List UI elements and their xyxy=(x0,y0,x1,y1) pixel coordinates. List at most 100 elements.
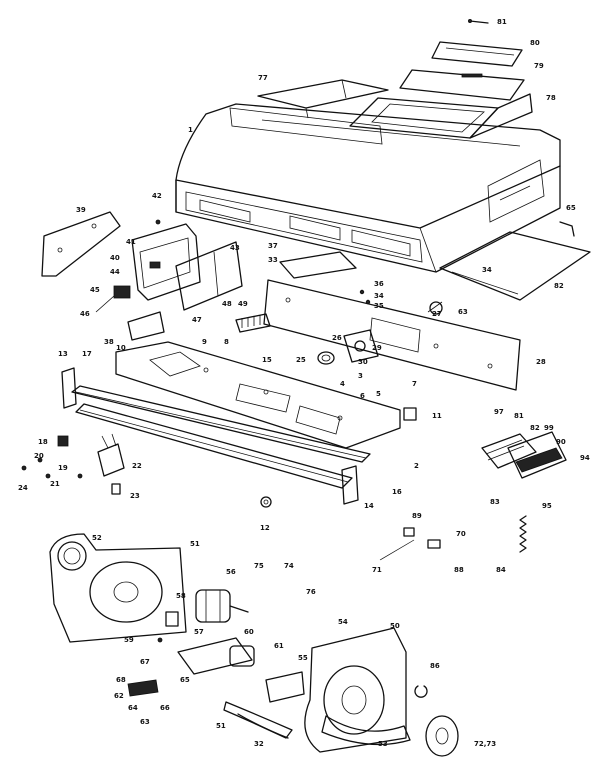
callout-74: 74 xyxy=(284,562,294,570)
wheel-part-72-73 xyxy=(425,715,459,757)
callout-13: 13 xyxy=(58,350,68,358)
callout-3: 3 xyxy=(358,372,363,380)
callout-51: 51 xyxy=(190,540,200,548)
callout-33: 33 xyxy=(268,256,278,264)
bushing-part-26 xyxy=(317,351,335,365)
motor-mount-part-29 xyxy=(343,329,379,363)
top-panel-part-77 xyxy=(257,79,389,119)
switch-cover-part-48 xyxy=(175,241,243,311)
callout-18: 18 xyxy=(38,438,48,446)
callout-labels: 81 80 79 78 77 1 39 42 41 40 43 44 45 46… xyxy=(18,18,590,748)
callout-67: 67 xyxy=(140,658,150,666)
callout-26: 26 xyxy=(332,334,342,342)
callout-88: 88 xyxy=(454,566,464,574)
callout-44: 44 xyxy=(110,268,120,276)
lamp-bracket-part-10 xyxy=(115,341,401,449)
callout-51b: 51 xyxy=(216,722,226,730)
rail-part-17 xyxy=(71,385,371,463)
callout-50: 50 xyxy=(390,622,400,630)
callout-14: 14 xyxy=(364,502,374,510)
bracket-part-55 xyxy=(265,671,305,703)
bottom-tray-part-82 xyxy=(439,231,591,301)
callout-6: 6 xyxy=(360,392,365,400)
blower-housing-part-52 xyxy=(49,533,187,643)
callout-36: 36 xyxy=(374,280,384,288)
callout-82b: 82 xyxy=(530,424,540,432)
rail-part-19 xyxy=(75,403,353,489)
callout-17: 17 xyxy=(82,350,92,358)
callout-79: 79 xyxy=(534,62,544,70)
callout-65: 65 xyxy=(566,204,576,212)
callout-7: 7 xyxy=(412,380,417,388)
callout-63b: 63 xyxy=(140,718,150,726)
callout-94: 94 xyxy=(580,454,590,462)
grommet-part-12 xyxy=(260,496,272,508)
callout-70: 70 xyxy=(456,530,466,538)
callout-59: 59 xyxy=(124,636,134,644)
knob-parts-89-70 xyxy=(379,527,441,561)
callout-10: 10 xyxy=(116,344,126,352)
callout-43: 43 xyxy=(230,244,240,252)
callout-97: 97 xyxy=(494,408,504,416)
callout-49: 49 xyxy=(238,300,248,308)
spring-part-84 xyxy=(519,515,527,553)
callout-35: 35 xyxy=(374,302,384,310)
callout-34: 34 xyxy=(374,292,384,300)
control-module-part-81 xyxy=(481,433,537,469)
callout-47: 47 xyxy=(192,316,202,324)
callout-84: 84 xyxy=(496,566,506,574)
callout-2: 2 xyxy=(414,462,419,470)
callout-90: 90 xyxy=(556,438,566,446)
spring-clip-part-85 xyxy=(559,221,575,237)
callout-55: 55 xyxy=(298,654,308,662)
side-bracket-part-39 xyxy=(41,211,121,277)
socket-part-18 xyxy=(57,435,69,447)
callout-54: 54 xyxy=(338,618,348,626)
callout-82: 82 xyxy=(554,282,564,290)
blower-housing-part-50 xyxy=(304,627,407,753)
callout-9: 9 xyxy=(202,338,207,346)
callout-62: 62 xyxy=(114,692,124,700)
callout-27: 27 xyxy=(432,310,442,318)
callout-8: 8 xyxy=(224,338,229,346)
duct-parts-51-32 xyxy=(223,701,293,739)
small-parts-57-58-59 xyxy=(157,611,179,643)
callout-86: 86 xyxy=(430,662,440,670)
callout-71: 71 xyxy=(372,566,382,574)
callout-53: 53 xyxy=(378,740,388,748)
callout-1: 1 xyxy=(188,126,193,134)
callout-28: 28 xyxy=(536,358,546,366)
callout-22: 22 xyxy=(132,462,142,470)
callout-12: 12 xyxy=(260,524,270,532)
capacitor-part-60 xyxy=(229,645,255,667)
callout-52: 52 xyxy=(92,534,102,542)
top-cover-part-80 xyxy=(431,41,523,67)
screw-part-81 xyxy=(467,18,489,24)
callout-39: 39 xyxy=(76,206,86,214)
callout-89: 89 xyxy=(412,512,422,520)
callout-19: 19 xyxy=(58,464,68,472)
callout-4: 4 xyxy=(340,380,345,388)
back-plate-part-28 xyxy=(263,279,521,391)
ballast-part-22 xyxy=(97,433,125,477)
callout-11: 11 xyxy=(432,412,442,420)
callout-21: 21 xyxy=(50,480,60,488)
motor-part-56 xyxy=(195,589,249,623)
motor-bracket-part-61 xyxy=(177,637,253,675)
callout-99: 99 xyxy=(544,424,554,432)
callout-80: 80 xyxy=(530,39,540,47)
callout-72-73: 72,73 xyxy=(474,740,496,748)
callout-66: 66 xyxy=(160,704,170,712)
callout-15: 15 xyxy=(262,356,272,364)
callout-5: 5 xyxy=(376,390,381,398)
end-bracket-part-13 xyxy=(61,367,77,409)
switch-housing-part-82b xyxy=(507,431,567,479)
callout-78: 78 xyxy=(546,94,556,102)
callout-75: 75 xyxy=(254,562,264,570)
callout-56: 56 xyxy=(226,568,236,576)
screw-part-86 xyxy=(414,685,428,698)
bracket-part-47 xyxy=(127,311,165,341)
switch-part-45 xyxy=(95,285,131,313)
callout-63: 63 xyxy=(458,308,468,316)
callout-29: 29 xyxy=(372,344,382,352)
